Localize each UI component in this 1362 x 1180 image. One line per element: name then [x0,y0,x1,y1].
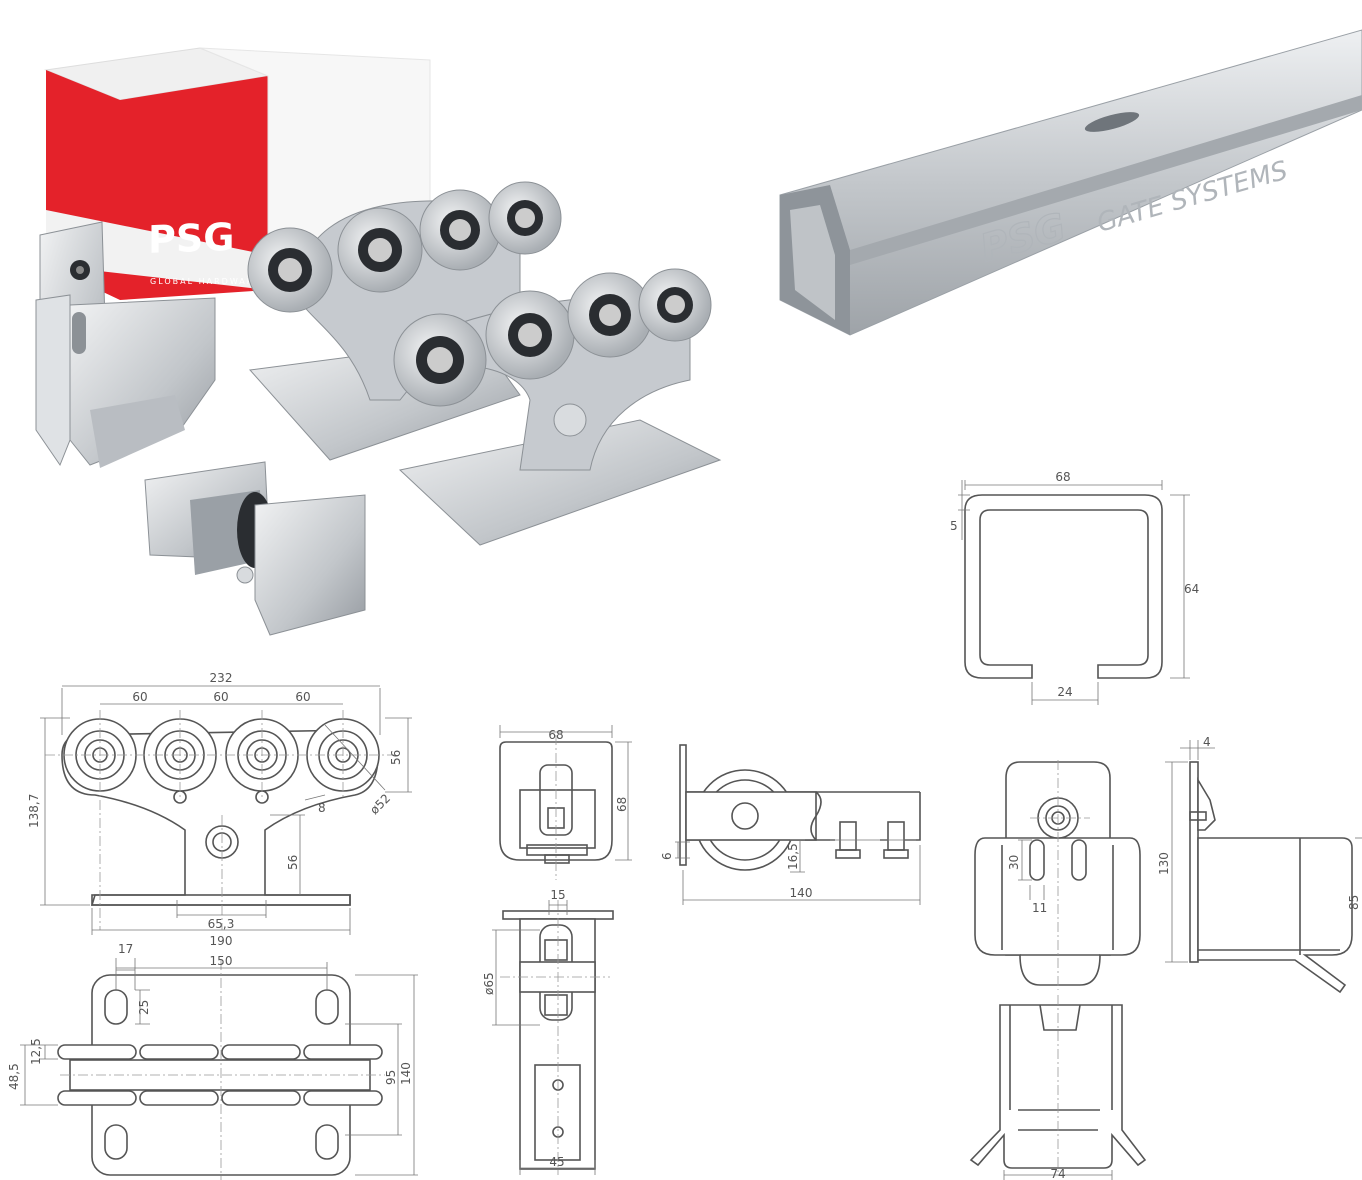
photo-rail: GATE SYSTEMS PSG [779,29,1362,336]
dim-carriage-wheel-dia: ø52 [367,791,393,817]
photo-carriage-front [393,268,722,546]
dim-roller-base: 45 [549,1155,564,1169]
carriage-top-wheels [57,1044,383,1106]
dim-carriage-pitch2: 60 [213,690,228,704]
dim-guide-slot-h: 30 [1007,855,1021,870]
dim-roller-wheel-dia: ø65 [482,972,496,995]
photo-guide-bracket [35,221,216,468]
box-logo: PSG [148,215,234,262]
dim-rail-wall: 5 [950,519,958,533]
dim-roller-axle: 15 [550,888,565,902]
dim-guide-height: 130 [1157,852,1171,875]
dim-carriage-overall: 232 [210,671,233,685]
dim-endcap-height: 68 [615,797,629,812]
dim-carriage-pitch3: 60 [295,690,310,704]
drawing-roller-top: 15 ø65 45 [482,888,614,1175]
dim-carriage-wheel-h: 56 [389,750,403,765]
dim-guide-width: 74 [1050,1167,1065,1180]
dim-guide-slot-w: 11 [1032,901,1047,915]
drawing-carriage-front: 232 60 60 60 56 138,7 8 ø52 56 65,3 190 [27,671,412,948]
dim-guide-thick: 4 [1203,735,1211,749]
box-tagline: GLOBAL HARDWARE [150,277,261,286]
dim-top-plate: 140 [399,1062,413,1085]
dim-top-hole-off: 17 [118,942,133,956]
dim-roller-plate: 6 [660,852,674,860]
dim-top-inner: 95 [384,1070,398,1085]
dim-endcap-width: 68 [548,728,563,742]
dim-carriage-base: 190 [210,934,233,948]
dim-top-wheel-span: 48,5 [7,1063,21,1090]
drawing-guide-side: 4 130 85 [1157,735,1362,994]
dim-top-hole-span: 150 [210,954,233,968]
dim-carriage-axle-h: 56 [286,855,300,870]
dim-guide-depth: 85 [1347,895,1361,910]
dim-top-slot: 25 [137,1000,151,1015]
drawing-carriage-top: 17 150 25 12,5 48,5 95 140 [7,942,418,1180]
dim-rail-width: 68 [1055,470,1070,484]
dim-carriage-hole: 8 [318,801,326,815]
drawing-guide-bottom: 74 [969,995,1147,1180]
drawing-guide-front: 30 11 [974,760,1141,990]
drawing-roller-side: 6 16,5 140 [660,744,921,905]
dim-roller-length: 140 [790,886,813,900]
dim-rail-slot: 24 [1057,685,1072,699]
dim-roller-drop: 16,5 [786,843,800,870]
dim-top-wheel-gap: 12,5 [29,1038,43,1065]
photo-end-roller [144,461,366,636]
dim-rail-height: 64 [1184,582,1199,596]
drawing-rail-profile: 68 5 64 24 [950,470,1199,705]
drawing-endcap-front: 68 68 [499,725,632,880]
dim-carriage-pitch1: 60 [132,690,147,704]
dim-carriage-height: 138,7 [27,794,41,828]
dim-carriage-base-inner: 65,3 [208,917,235,931]
